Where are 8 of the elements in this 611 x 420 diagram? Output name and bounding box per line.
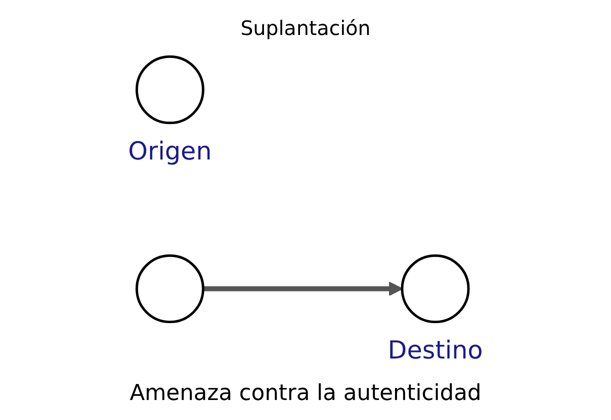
node-caption: Origen: [128, 136, 212, 166]
circle-node: [136, 55, 204, 124]
diagram-caption: Amenaza contra la autenticidad: [130, 381, 482, 406]
node-caption: Destino: [388, 335, 483, 364]
arrow: [203, 281, 403, 296]
circle-node: [136, 254, 204, 324]
diagram-title: Suplantación: [240, 16, 371, 40]
circle-node: [400, 254, 470, 324]
